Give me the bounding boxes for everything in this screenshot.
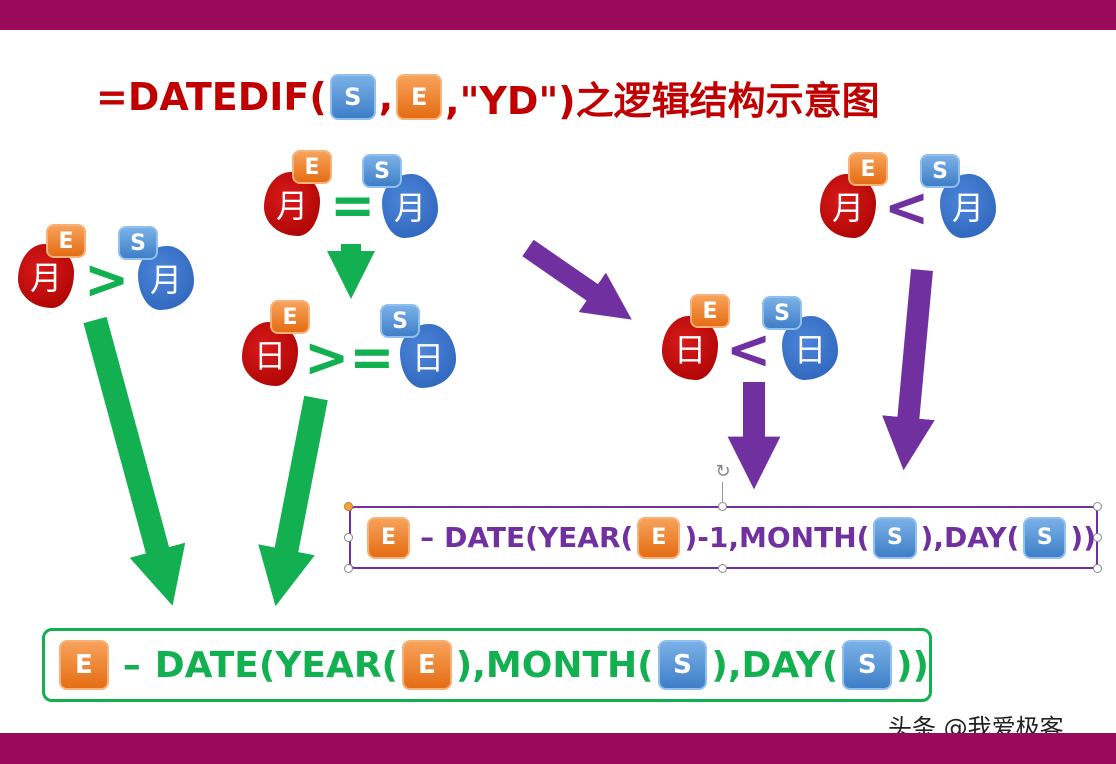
s-badge: S <box>920 154 960 188</box>
top-banner-bar <box>0 0 1116 30</box>
formula-text-close: )) <box>1070 521 1097 554</box>
bottom-banner-bar <box>0 733 1116 764</box>
e-badge: E <box>690 294 730 328</box>
less-than-operator: < <box>726 318 772 381</box>
formula-text-minus-month: )-1,MONTH( <box>684 521 870 554</box>
arrow-day-gte-to-green-formula <box>258 395 328 607</box>
e-day-blob: 日 <box>242 322 298 386</box>
formula-text-date-year: DATE(YEAR( <box>444 521 634 554</box>
e-badge: E <box>637 516 681 559</box>
e-badge: E <box>848 152 888 186</box>
title-suffix: ,"YD")之逻辑结构示意图 <box>445 78 880 123</box>
less-than-operator: < <box>884 176 930 239</box>
selection-handle[interactable] <box>1093 502 1102 511</box>
greater-than-operator: > <box>84 248 130 311</box>
formula-text-day: ),DAY( <box>920 521 1020 554</box>
arrow-month-lt-to-purple-formula <box>882 268 935 471</box>
s-badge: S <box>380 304 420 338</box>
formula-green-box: E – DATE(YEAR( E ),MONTH( S ),DAY( S )) <box>42 628 932 702</box>
node-day-less: 日 E < 日 S <box>662 292 842 384</box>
minus-sign: – <box>420 521 435 554</box>
node-day-greater-equal: 日 E >= 日 S <box>242 298 462 390</box>
greater-equal-operator: >= <box>304 326 395 389</box>
selection-handle[interactable] <box>344 564 353 573</box>
formula-purple-box[interactable]: E – DATE(YEAR( E )-1,MONTH( S ),DAY( S )… <box>349 506 1098 569</box>
s-badge: S <box>873 516 917 559</box>
s-badge: S <box>657 640 708 690</box>
node-month-less: 月 E < 月 S <box>820 150 1000 242</box>
formula-text-day: ),DAY( <box>711 644 839 686</box>
selection-handle[interactable] <box>718 502 727 511</box>
arrow-month-eq-to-day-lt <box>522 239 632 320</box>
e-badge: E <box>59 640 109 690</box>
e-badge: E <box>367 516 411 559</box>
formula-text-date-year: DATE(YEAR( <box>154 644 399 686</box>
rotate-handle-stem <box>722 482 723 506</box>
formula-text-close: )) <box>896 644 929 686</box>
arrow-month-gt-to-green-formula <box>83 316 186 606</box>
e-badge: E <box>292 150 332 184</box>
selection-handle[interactable] <box>344 533 353 542</box>
selection-handle[interactable] <box>1093 533 1102 542</box>
s-badge: S <box>362 154 402 188</box>
e-badge: E <box>402 640 452 690</box>
s-badge: S <box>118 226 158 260</box>
s-badge: S <box>842 640 893 690</box>
title-s-badge: S <box>329 74 376 120</box>
rotate-handle-icon[interactable]: ↻ <box>715 461 731 482</box>
selection-handle[interactable] <box>344 502 353 511</box>
s-month-blob: 月 <box>382 174 438 238</box>
e-badge: E <box>46 224 86 258</box>
s-badge: S <box>1023 516 1067 559</box>
selection-handle[interactable] <box>718 564 727 573</box>
node-month-greater: 月 E > 月 S <box>18 222 198 314</box>
formula-text-month: ),MONTH( <box>455 644 654 686</box>
s-badge: S <box>762 296 802 330</box>
selection-handle[interactable] <box>1093 564 1102 573</box>
e-badge: E <box>270 300 310 334</box>
title-e-badge: E <box>396 74 443 120</box>
title-separator: , <box>378 75 394 119</box>
node-month-equal: 月 E = 月 S <box>264 150 444 242</box>
minus-sign: – <box>122 644 141 686</box>
title-prefix: =DATEDIF( <box>96 75 327 119</box>
diagram-title: =DATEDIF( S , E ,"YD")之逻辑结构示意图 <box>96 70 880 124</box>
